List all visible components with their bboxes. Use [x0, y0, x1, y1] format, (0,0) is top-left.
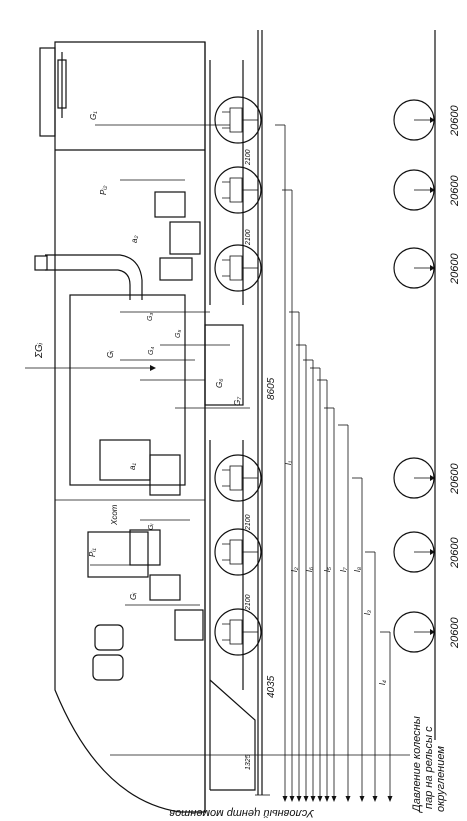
locomotive-body: [39, 41, 206, 813]
axle-load-value-2: 20600: [449, 175, 461, 207]
label-a2: a₂: [130, 236, 139, 244]
caption-right: Давление колесны пар на рельсы сокруглен…: [411, 716, 447, 814]
label-l2: l₂: [290, 567, 299, 572]
dim-line-12: [380, 631, 393, 802]
dim-line-5: [303, 359, 316, 802]
dim-spacing-bottom-2: 2100: [245, 594, 252, 611]
dim-line-6: [310, 367, 323, 802]
label-g-b: G₅: [175, 330, 182, 338]
wheel-6: [214, 608, 262, 656]
label-l8: l₈: [353, 566, 362, 572]
dim-spacing-top-2: 2100: [245, 229, 252, 246]
dim-line-11: [365, 551, 378, 802]
axle-load-value-6: 20600: [449, 617, 461, 649]
label-g-low: Gᵢ: [148, 524, 155, 530]
dim-line-8: [324, 407, 337, 802]
dim-line-2: [282, 189, 295, 802]
axle-load-circle-3: [393, 247, 435, 289]
axle-load-circle-6: [393, 611, 435, 653]
load-circles: [393, 99, 435, 653]
label-g-main: Gᵢ: [106, 350, 115, 358]
label-l1: l₁: [284, 460, 293, 465]
axle-load-value-3: 20600: [449, 253, 461, 285]
label-g-c: G₆: [215, 378, 224, 388]
label-g-d: G₇: [233, 396, 242, 406]
wheel-2: [214, 166, 262, 214]
dim-line-9: [338, 424, 351, 802]
axle-load-labels: 20600 20600 20600 20600 20600 20600: [449, 105, 461, 649]
label-g-a: G₄: [148, 347, 155, 355]
label-g-sub: G₃: [147, 313, 154, 321]
wheel-3: [214, 244, 262, 292]
label-sum-g: ΣGᵢ: [34, 342, 45, 359]
dim-spacing-bottom-1: 2100: [245, 514, 252, 531]
axle-load-value-1: 20600: [449, 105, 461, 137]
wheelsets: [214, 96, 262, 656]
label-a1: a₁: [128, 463, 137, 470]
dim-front: 4035: [266, 675, 277, 698]
axle-load-value-4: 20600: [449, 463, 461, 495]
axle-load-circle-2: [393, 169, 435, 211]
rail-lines: [255, 30, 270, 796]
label-l3: l₃: [363, 610, 372, 615]
label-l7: l₇: [339, 566, 348, 572]
label-p-low: Pᵢ₁: [88, 548, 97, 557]
label-l5: l₅: [323, 566, 332, 572]
dim-line-10: [352, 477, 365, 802]
wheel-4: [214, 454, 262, 502]
label-x-com: Xcom: [110, 504, 119, 526]
axle-load-circle-1: [393, 99, 435, 141]
dimension-lines: [275, 124, 393, 802]
diagram-labels: ΣGᵢ G₁ Pᵢ₂ a₂ G₃ Gᵢ G₄ G₅ G₆ G₇ a₁ Xcom …: [34, 111, 447, 819]
force-arrows: [25, 124, 410, 756]
dim-base: 8605: [266, 377, 277, 400]
dim-spacing-top-1: 2100: [245, 149, 252, 166]
dim-overhang: 1325: [245, 754, 252, 770]
label-g-bottom: Gᵢ: [129, 592, 138, 600]
axle-load-circle-4: [393, 457, 435, 499]
dim-line-1: [275, 124, 288, 802]
wheel-5: [214, 528, 262, 576]
dim-line-3: [289, 311, 302, 802]
dim-line-7: [317, 379, 330, 802]
dim-line-4: [296, 344, 309, 802]
axle-load-circle-5: [393, 531, 435, 573]
equipment-blocks: [34, 191, 204, 681]
label-p-top: Pᵢ₂: [99, 186, 108, 195]
axle-load-value-5: 20600: [449, 537, 461, 569]
label-l6: l₆: [305, 566, 314, 572]
label-g-top: G₁: [89, 111, 98, 120]
caption-left: Условный центр моментов: [169, 807, 315, 819]
label-l4: l₄: [378, 680, 387, 685]
wheel-1: [214, 96, 262, 144]
